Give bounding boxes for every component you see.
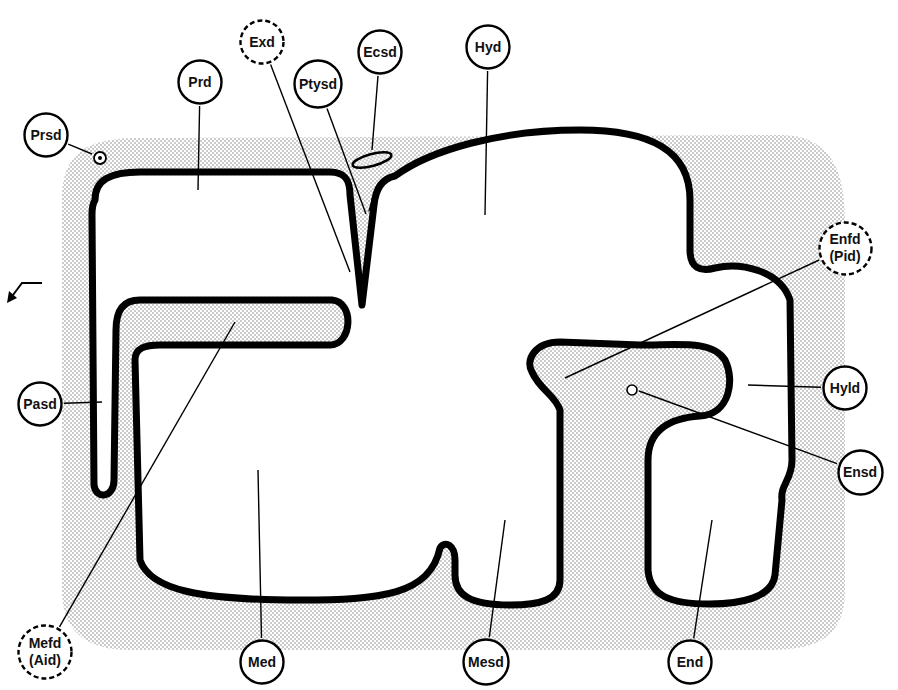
solid-circle	[838, 450, 882, 494]
label-circle: Ptysd	[293, 59, 343, 109]
part-label: Enfd (Pid)	[829, 231, 860, 265]
leader-line	[489, 520, 505, 637]
leader-line	[372, 76, 378, 150]
solid-circle	[241, 641, 284, 684]
part-label: Prd	[188, 74, 211, 91]
leader-line	[485, 71, 488, 215]
label-circle: Exd	[239, 19, 285, 65]
solid-circle	[824, 367, 867, 410]
leader-line	[565, 260, 819, 378]
label-circle: Hyld	[822, 365, 868, 411]
entostylid-pit	[627, 385, 637, 395]
part-label: Mefd (Aid)	[29, 635, 62, 669]
protostylid-bullseye	[94, 152, 106, 164]
label-circle: Ecsd	[357, 29, 403, 75]
orientation-arrowhead	[7, 291, 17, 303]
part-label: Exd	[249, 34, 275, 51]
part-label: Ptysd	[299, 76, 337, 93]
part-label: Pasd	[23, 396, 56, 413]
part-label: Med	[248, 654, 276, 671]
leader-line	[64, 402, 102, 403]
leader-line	[748, 385, 821, 387]
leader-line	[60, 322, 236, 627]
leader-line	[258, 470, 262, 638]
part-label: Prsd	[30, 127, 61, 144]
dashed-circle	[19, 626, 72, 679]
leader-line	[68, 144, 92, 154]
label-circle: Enfd (Pid)	[818, 221, 873, 276]
solid-circle	[295, 61, 342, 108]
crown-outline	[92, 130, 792, 605]
leader-line	[327, 108, 366, 214]
label-circle: Ensd	[837, 449, 884, 496]
solid-circle	[669, 641, 712, 684]
part-label: Mesd	[468, 654, 504, 671]
leader-line	[639, 391, 837, 464]
label-circle: Prsd	[23, 112, 69, 158]
part-label: Hyd	[475, 39, 501, 56]
dashed-circle	[241, 21, 284, 64]
leader-lines	[60, 64, 838, 638]
label-circle: End	[667, 639, 713, 685]
protostylid-dot	[98, 156, 102, 160]
label-circle: Prd	[177, 59, 223, 105]
label-circle: Mesd	[462, 638, 510, 686]
label-circle: Hyd	[465, 24, 511, 70]
solid-circle	[19, 383, 62, 426]
part-label: End	[677, 654, 703, 671]
label-circle: Mefd (Aid)	[17, 624, 73, 680]
solid-circle	[359, 31, 402, 74]
leader-line	[694, 520, 712, 638]
solid-circle	[467, 26, 510, 69]
part-label: Hyld	[830, 380, 860, 397]
solid-circle	[179, 61, 222, 104]
part-label: Ensd	[843, 464, 877, 481]
label-circle: Med	[239, 639, 285, 685]
dashed-circle	[819, 222, 871, 274]
part-label: Ecsd	[363, 44, 396, 61]
ectostylid-lens	[351, 149, 393, 171]
solid-circle	[464, 640, 509, 685]
orientation-arrow	[13, 283, 42, 295]
protostylid-ridge	[368, 198, 376, 212]
label-circle: Pasd	[17, 381, 63, 427]
solid-circle	[25, 114, 68, 157]
leader-line	[198, 106, 200, 190]
